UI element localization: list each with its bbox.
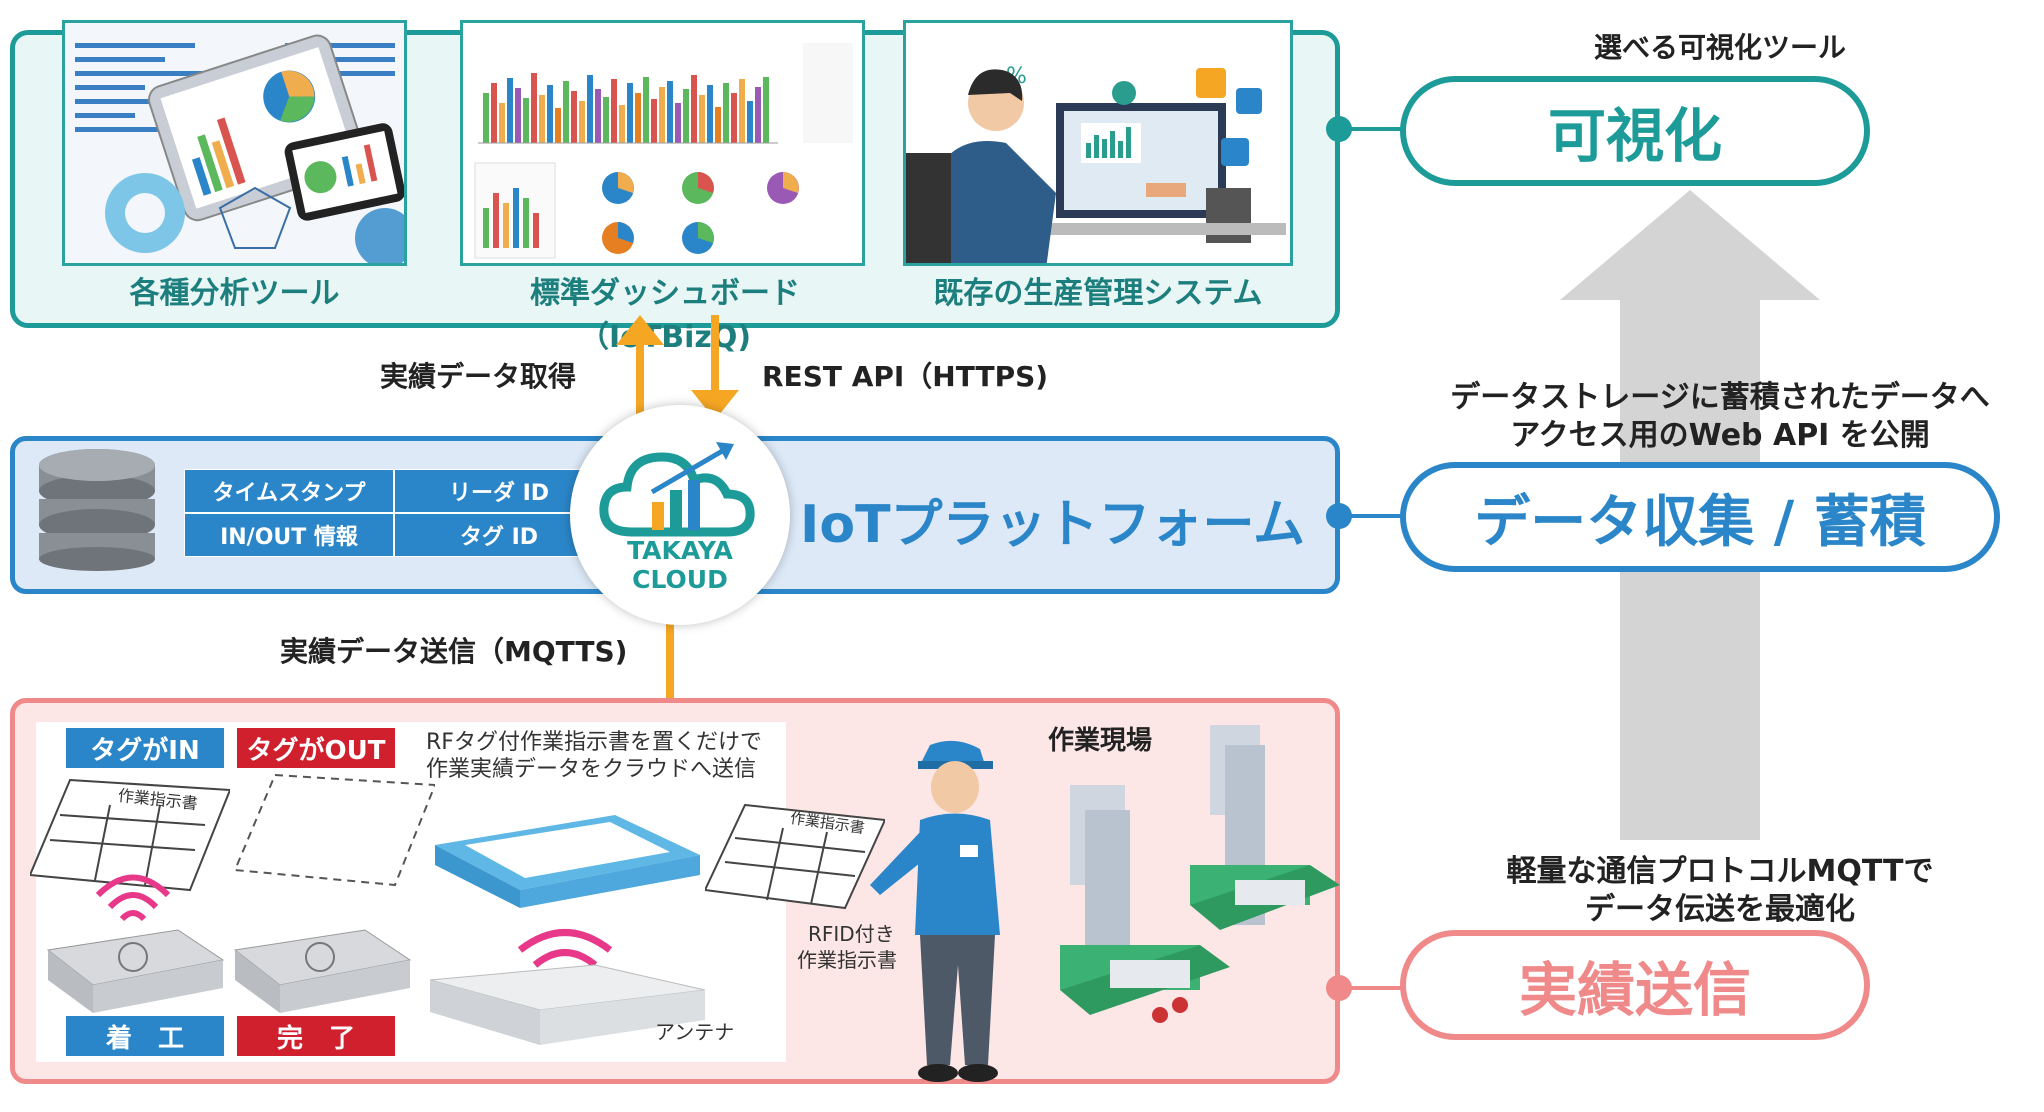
connector-line-field	[1345, 986, 1405, 990]
cloud-name: TAKAYA CLOUD	[627, 536, 733, 594]
cloud-logo-icon	[599, 442, 755, 537]
database-icon	[39, 449, 155, 571]
table-cell-reader-id: リーダ ID	[394, 469, 604, 513]
worker-figure	[870, 740, 1000, 1082]
rfid-label-line2: 作業指示書	[797, 948, 897, 972]
empty-sheet-out	[235, 773, 435, 887]
rest-api-label: REST API（HTTPS)	[762, 360, 1049, 393]
table-cell-inout-info: IN/OUT 情報	[184, 513, 394, 557]
rfid-label-line1: RFID付き	[808, 922, 895, 946]
rfid-work-order	[705, 803, 885, 910]
dashboard-caption: 標準ダッシュボード（IoTBizQ)	[530, 276, 800, 355]
analysis-tools-image	[62, 20, 407, 266]
antenna-label: アンテナ	[655, 1020, 735, 1044]
analysis-tools-caption: 各種分析ツール	[129, 276, 340, 311]
mqtt-caption-line1: 軽量な通信プロトコルMQTTで	[1506, 854, 1934, 889]
work-order-sheet-in	[30, 778, 230, 892]
api-caption-line2: アクセス用のWeb API を公開	[1510, 418, 1930, 453]
description-line2: 作業実績データをクラウドへ送信	[426, 757, 757, 782]
platform-title: IoTプラットフォーム	[800, 495, 1305, 555]
connector-line-platform	[1345, 514, 1405, 518]
api-caption-line1: データストレージに蓄積されたデータへ	[1450, 380, 1990, 415]
factory-machines	[1060, 725, 1340, 1023]
rfid-reader-in	[46, 874, 225, 1013]
table-cell-tag-id: タグ ID	[394, 513, 604, 557]
document-tray	[435, 815, 700, 908]
send-data-label: 実績データ送信（MQTTS)	[280, 635, 628, 668]
description-line1: RFタグ付作業指示書を置くだけで	[426, 730, 762, 755]
production-system-caption: 既存の生産管理システム	[933, 276, 1263, 311]
finish-label: 完 了	[237, 1016, 395, 1056]
visualization-pill: 可視化	[1400, 76, 1870, 186]
top-caption: 選べる可視化ツール	[1593, 31, 1846, 64]
table-cell-timestamp: タイムスタンプ	[184, 469, 394, 513]
dashboard-image	[460, 20, 865, 266]
antenna-pad	[429, 929, 706, 1045]
tag-in-label: タグがIN	[66, 728, 224, 768]
start-label: 着 工	[66, 1016, 224, 1056]
send-results-pill: 実績送信	[1400, 930, 1870, 1040]
mqtt-caption-line2: データ伝送を最適化	[1585, 892, 1855, 927]
site-label: 作業現場	[1048, 726, 1153, 756]
tag-out-label: タグがOUT	[237, 728, 395, 768]
rfid-reader-out	[233, 929, 412, 1013]
production-system-image: %	[903, 20, 1293, 266]
collect-pill: データ収集 / 蓄積	[1400, 462, 2000, 572]
get-data-label: 実績データ取得	[380, 360, 577, 393]
connector-line-visual	[1345, 127, 1405, 131]
